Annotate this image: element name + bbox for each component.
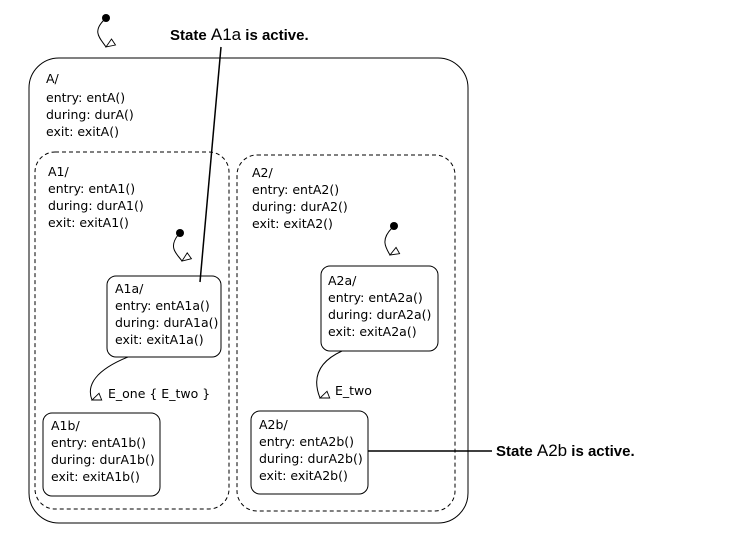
state-a2a[interactable]: A2a/ entry: entA2a() during: durA2a() ex… — [320, 265, 439, 352]
callout-prefix: State — [170, 27, 211, 44]
state-a1b-name: A1b/ — [51, 418, 80, 433]
state-a2-exit: exit: exitA2() — [252, 216, 333, 231]
transition-a2a-a2b: E_two — [316, 350, 372, 398]
callout-a2b-active: State A2b is active. — [368, 441, 635, 460]
state-a1b-during: during: durA1b() — [51, 452, 155, 467]
callout-state: A2b — [537, 441, 567, 460]
default-transition-arrow — [173, 234, 182, 261]
state-a2a-name: A2a/ — [328, 273, 357, 288]
default-transition-arrow — [384, 227, 392, 255]
state-a2b-entry: entry: entA2b() — [259, 434, 354, 449]
state-a1-during: during: durA1() — [48, 198, 144, 213]
state-a1a-box — [106, 275, 222, 358]
callout-prefix: State — [496, 443, 537, 460]
callout-leader-line — [199, 46, 222, 283]
default-transition-a — [97, 14, 110, 47]
state-a1a-during: during: durA1a() — [115, 315, 218, 330]
state-a2b-during: during: durA2b() — [259, 451, 363, 466]
state-a2-name: A2/ — [252, 165, 274, 180]
callout-text: State A2b is active. — [496, 441, 635, 460]
state-a1-box — [34, 151, 230, 510]
state-a1b[interactable]: A1b/ entry: entA1b() during: durA1b() ex… — [42, 412, 161, 497]
state-a2[interactable]: A2/ entry: entA2() during: durA2() exit:… — [236, 154, 456, 512]
state-a-box — [28, 57, 469, 524]
state-a1b-box — [42, 412, 161, 497]
transition-label: E_two — [335, 383, 372, 398]
state-a1-name: A1/ — [48, 164, 70, 179]
state-a2a-during: during: durA2a() — [328, 307, 431, 322]
state-a2a-exit: exit: exitA2a() — [328, 324, 417, 339]
transition-arrow — [316, 350, 343, 398]
callout-suffix: is active. — [567, 443, 635, 460]
state-a1[interactable]: A1/ entry: entA1() during: durA1() exit:… — [34, 151, 230, 510]
state-a1-exit: exit: exitA1() — [48, 215, 129, 230]
state-a-during: during: durA() — [46, 107, 134, 122]
state-a-exit: exit: exitA() — [46, 124, 119, 139]
state-a1a[interactable]: A1a/ entry: entA1a() during: durA1a() ex… — [106, 275, 222, 358]
state-a1a-entry: entry: entA1a() — [115, 298, 210, 313]
state-a-name: A/ — [46, 71, 60, 86]
state-a-entry: entry: entA() — [46, 90, 125, 105]
callout-a1a-active: State A1a is active. — [170, 25, 309, 283]
default-transition-a1a — [173, 229, 184, 261]
transition-label: E_one { E_two } — [108, 386, 210, 401]
default-transition-a2a — [384, 222, 398, 255]
state-a2b-name: A2b/ — [259, 417, 288, 432]
transition-arrow — [89, 356, 129, 400]
callout-text: State A1a is active. — [170, 25, 309, 44]
state-a2-during: during: durA2() — [252, 199, 348, 214]
state-a2b-box — [250, 410, 369, 495]
state-a1a-name: A1a/ — [115, 281, 144, 296]
callout-state: A1a — [211, 25, 242, 44]
state-a2-entry: entry: entA2() — [252, 182, 339, 197]
state-a1-entry: entry: entA1() — [48, 181, 135, 196]
state-a2b[interactable]: A2b/ entry: entA2b() during: durA2b() ex… — [250, 410, 369, 495]
state-a[interactable]: A/ entry: entA() during: durA() exit: ex… — [28, 57, 469, 524]
state-a2a-entry: entry: entA2a() — [328, 290, 423, 305]
state-a1a-exit: exit: exitA1a() — [115, 332, 204, 347]
transition-a1a-a1b: E_one { E_two } — [89, 356, 210, 401]
state-a1b-exit: exit: exitA1b() — [51, 469, 140, 484]
callout-suffix: is active. — [241, 27, 309, 44]
state-a1b-entry: entry: entA1b() — [51, 435, 146, 450]
state-a2b-exit: exit: exitA2b() — [259, 468, 348, 483]
state-a2-box — [236, 154, 456, 512]
state-a2a-box — [320, 265, 439, 352]
default-transition-arrow — [97, 19, 106, 47]
